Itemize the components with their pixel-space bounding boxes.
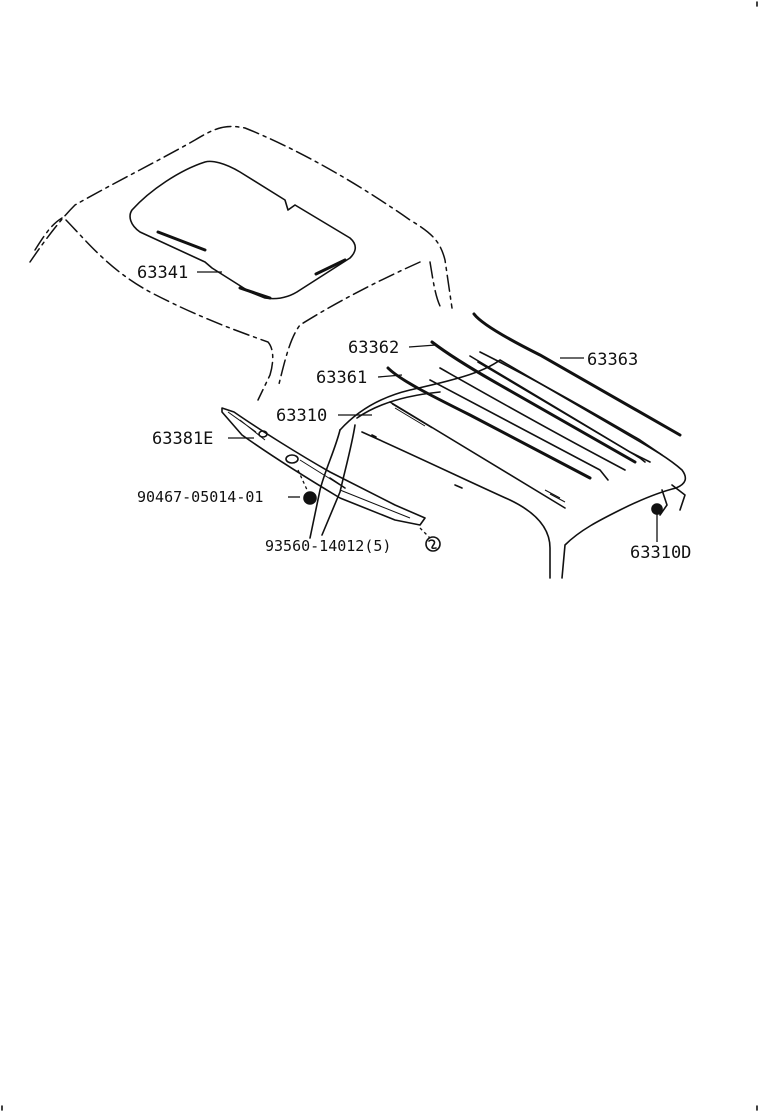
sunroof-glass-63341 — [129, 160, 357, 300]
label-63363: 63363 — [587, 350, 638, 370]
roof-panel-63310 — [309, 359, 687, 579]
label-90467-05014-01: 90467-05014-01 — [137, 488, 263, 506]
roof-phantom-outline — [29, 125, 453, 401]
rail-63361 — [386, 366, 609, 509]
label-63362: 63362 — [348, 338, 399, 358]
clip-90467 — [297, 469, 317, 505]
label-63341: 63341 — [137, 263, 188, 283]
rail-63363 — [472, 312, 682, 463]
label-93560-14012: 93560-14012(5) — [265, 537, 391, 555]
screw-93560 — [419, 527, 441, 552]
clip-63310D — [651, 503, 663, 515]
leader-lines — [197, 271, 658, 542]
label-63361: 63361 — [316, 368, 367, 388]
label-63310: 63310 — [276, 406, 327, 426]
label-63381E: 63381E — [152, 429, 213, 449]
header-trim-63381E — [221, 407, 426, 526]
label-63310D: 63310D — [630, 543, 691, 563]
